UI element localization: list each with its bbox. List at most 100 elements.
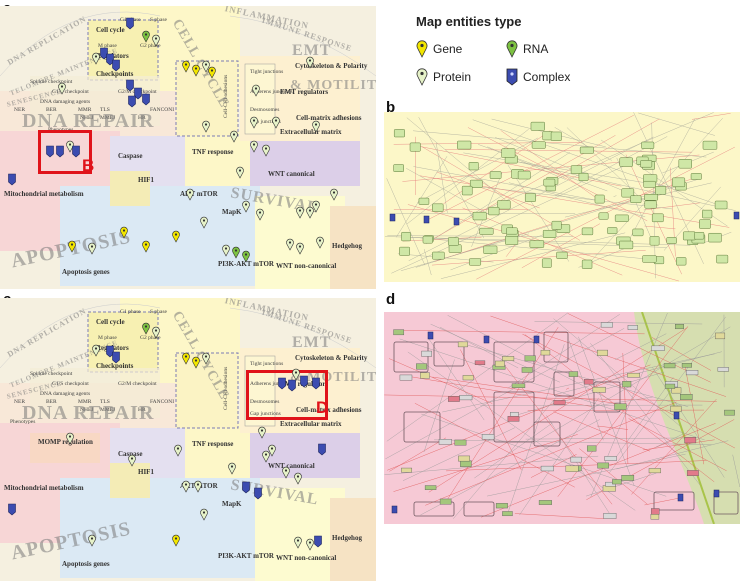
network-edge (434, 176, 698, 262)
network-edge (517, 371, 665, 416)
complex-node (423, 215, 430, 224)
protein-node (640, 160, 653, 168)
complex-pin-marker (278, 377, 286, 390)
network-edge (384, 394, 717, 402)
network-edge (613, 195, 617, 197)
protein-node (578, 172, 589, 182)
map-a-s-phase: S phase (150, 17, 167, 23)
protein-pin-marker (202, 60, 210, 73)
protein-node (642, 255, 657, 263)
complex-pin-marker (112, 59, 120, 72)
map-c-m-phase: M phase (98, 335, 117, 341)
zoom-panel-d[interactable] (384, 312, 740, 524)
network-edge (596, 396, 653, 407)
map-a-g1s: G1/S checkpoint (52, 89, 89, 95)
map-c-s-phase: S phase (150, 309, 167, 315)
protein-pin-marker (312, 200, 320, 213)
network-edge (608, 316, 726, 474)
map-a-caspase: Caspase (118, 152, 143, 160)
map-c-cell-matrix: Cell-matrix adhesions (296, 406, 362, 414)
map-c-fanconi: FANCONI (150, 399, 175, 405)
protein-node (627, 372, 640, 378)
network-edge (614, 333, 667, 361)
protein-node (670, 405, 682, 412)
map-c-cell-cycle: Cell cycle (96, 318, 125, 326)
gene-pin-marker (120, 226, 128, 239)
protein-pin-marker (256, 208, 264, 221)
complex-box (393, 341, 429, 373)
complex-box (653, 491, 695, 511)
map-c-highlight-box (246, 370, 328, 420)
complex-pin-marker (100, 47, 108, 60)
protein-node (702, 209, 713, 219)
complex-node (673, 411, 680, 420)
legend-item-gene: Gene (416, 40, 462, 58)
complex-pin-marker (8, 173, 16, 186)
map-c-ber: BER (46, 399, 57, 405)
protein-pin-marker (202, 120, 210, 133)
map-a-ecm: Extracellular matrix (280, 128, 342, 136)
map-a-mmej: MMEJ (100, 115, 116, 121)
protein-node (505, 235, 519, 245)
gene-pin-marker (208, 66, 216, 79)
protein-node (644, 194, 659, 201)
map-c-big-emt: EMT (292, 334, 332, 351)
map-a-pi3k: PI3K-AKT mTOR (218, 260, 274, 268)
map-c-hif1: HIF1 (138, 468, 154, 476)
protein-pin-marker (250, 140, 258, 153)
network-edge (402, 427, 516, 481)
network-edge (393, 434, 578, 492)
panel-letter-b: b (386, 99, 396, 116)
network-edge (426, 152, 571, 244)
panel-letter-d: d (386, 291, 396, 308)
complex-pin-marker (8, 503, 16, 516)
protein-node (553, 400, 566, 405)
map-c-cytoskeleton: Cytoskeleton & Polarity (295, 354, 368, 362)
protein-node (584, 379, 594, 385)
map-panel-a[interactable]: Cell cycle G1 phase S phase M phase G2 p… (0, 6, 376, 289)
map-a-akt: AKT mTOR (180, 190, 218, 198)
map-a-wnt-canonical: WNT canonical (268, 170, 315, 178)
protein-node (632, 228, 644, 237)
rna-pin-icon (506, 40, 518, 58)
rna-pin-marker (142, 322, 150, 335)
network-edge (500, 130, 604, 204)
network-edge (532, 326, 731, 444)
protein-node (717, 367, 729, 372)
map-a-markers (8, 17, 338, 263)
zoom-panel-b[interactable] (384, 112, 740, 282)
protein-node (568, 371, 579, 377)
map-c-g2-phase: G2 phase (140, 335, 161, 341)
rna-pin-marker (242, 250, 250, 263)
protein-node (604, 456, 617, 461)
complex-box (493, 391, 535, 443)
protein-node (581, 227, 594, 236)
complex-pin-marker (242, 481, 250, 494)
map-a-mmr: MMR (78, 107, 92, 113)
protein-node (479, 227, 494, 235)
gene-pin-marker (142, 240, 150, 253)
protein-node (454, 439, 467, 446)
network-edge (642, 439, 715, 451)
complex-pin-marker (112, 351, 120, 364)
legend-label-rna: RNA (523, 42, 549, 56)
map-panel-c[interactable]: Cell cycle G1 phase S phase M phase G2 p… (0, 298, 376, 581)
map-c-dna-damaging: DNA damaging agents (40, 391, 91, 397)
protein-node (393, 129, 405, 138)
gene-pin-marker (182, 352, 190, 365)
protein-node (420, 372, 430, 379)
network-edge (490, 315, 727, 397)
map-a-hedgehog: Hedgehog (332, 242, 362, 250)
network-edge (644, 497, 684, 506)
protein-node (501, 148, 516, 158)
network-edge (440, 232, 626, 279)
network-edge (479, 186, 673, 210)
protein-node (531, 141, 546, 149)
protein-pin-marker (268, 444, 276, 457)
network-edge (481, 423, 716, 518)
map-a-adherens: Adherens junctions (250, 89, 293, 95)
protein-node (551, 220, 562, 230)
protein-node (488, 206, 500, 216)
protein-pin-marker (88, 242, 96, 255)
network-edge (384, 455, 599, 475)
